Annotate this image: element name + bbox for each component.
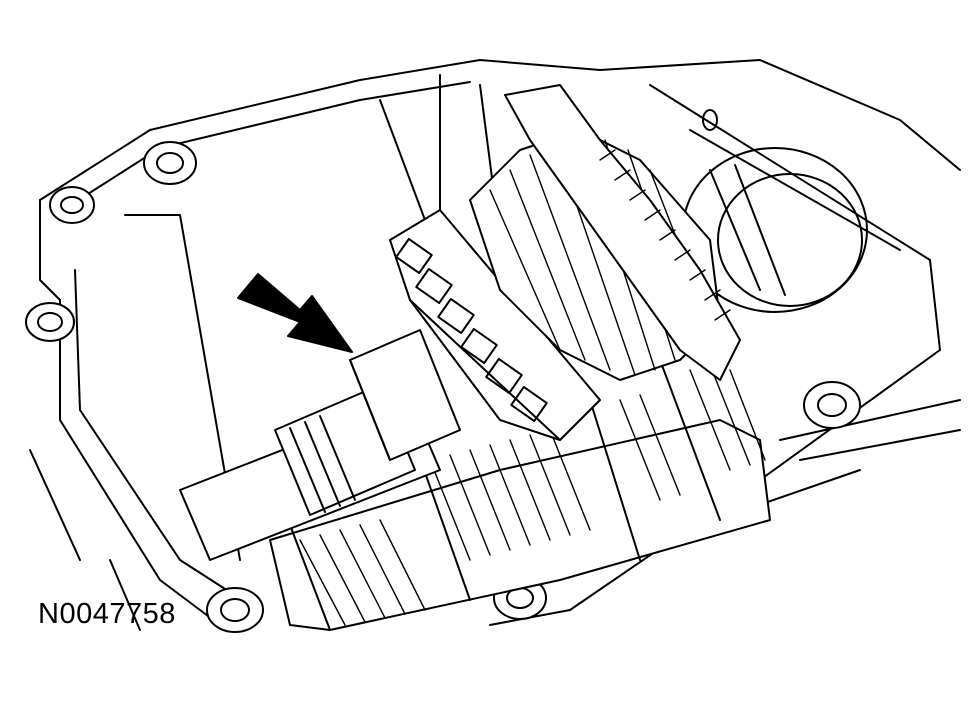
- bolt-hole: [206, 587, 264, 633]
- bearing-bore: [682, 147, 868, 313]
- figure-id-label: N0047758: [38, 598, 176, 630]
- bolt-hole: [803, 381, 861, 429]
- bolt-hole: [702, 109, 718, 131]
- bolt-hole: [143, 141, 197, 185]
- blocker-ring: [504, 84, 741, 381]
- bolt-hole: [49, 186, 95, 224]
- synchronizer-ring: [389, 209, 601, 441]
- main-shaft: [179, 329, 461, 561]
- blocker-ring-teeth: [599, 149, 731, 321]
- countershaft-gear-cluster: [269, 359, 771, 631]
- countershaft-gear-teeth: [299, 364, 766, 626]
- bolt-holes: [25, 109, 861, 633]
- callout-arrow: [237, 273, 353, 353]
- bolt-hole: [25, 302, 75, 342]
- synchronizer-slots: [395, 237, 548, 423]
